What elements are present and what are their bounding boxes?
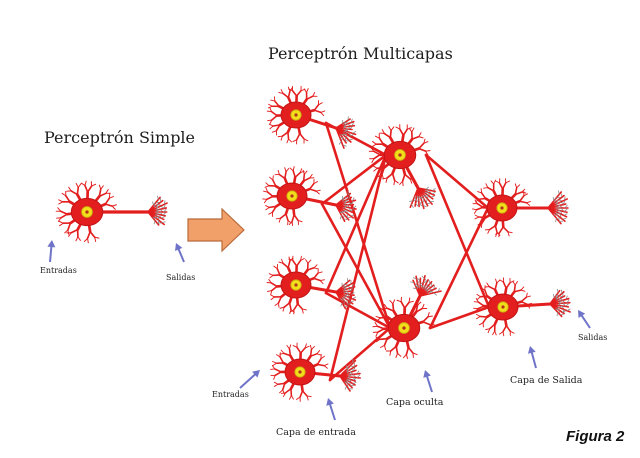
hidden-layer-pointer-icon (423, 370, 432, 392)
hidden-layer-label: Capa oculta (386, 397, 443, 408)
multi-inputs-label: Entradas (212, 390, 249, 399)
multi-inputs-pointer-icon (240, 370, 260, 388)
multilayer-perceptron-title: Perceptrón Multicapas (268, 44, 453, 63)
simple-inputs-label: Entradas (40, 266, 77, 275)
input-neuron-3 (267, 256, 356, 314)
simple-perceptron-title: Perceptrón Simple (44, 128, 195, 147)
right-arrow-icon (188, 209, 244, 251)
hidden-neuron-1 (369, 125, 435, 209)
input-layer-pointer-icon (326, 398, 335, 420)
output-neuron-1 (472, 179, 567, 237)
simple-neuron (56, 181, 167, 243)
input-neuron-1 (267, 86, 356, 148)
connection-in4-hid2 (330, 328, 390, 380)
input-layer-label: Capa de entrada (276, 427, 356, 438)
connection-hid1-out2 (426, 155, 489, 307)
connection-hid1-out1 (426, 155, 488, 208)
input-neuron-4 (271, 343, 360, 401)
hidden-neuron-2 (373, 276, 441, 359)
simple-inputs-pointer-icon (47, 240, 55, 262)
output-layer-pointer-icon (528, 346, 536, 368)
multi-outputs-label: Salidas (578, 333, 607, 342)
output-neuron-2 (474, 278, 571, 336)
simple-outputs-pointer-icon (175, 243, 184, 262)
simple-outputs-label: Salidas (166, 273, 195, 282)
multi-outputs-pointer-icon (578, 310, 590, 328)
output-layer-label: Capa de Salida (510, 375, 582, 386)
figure-caption: Figura 2 (566, 428, 624, 445)
